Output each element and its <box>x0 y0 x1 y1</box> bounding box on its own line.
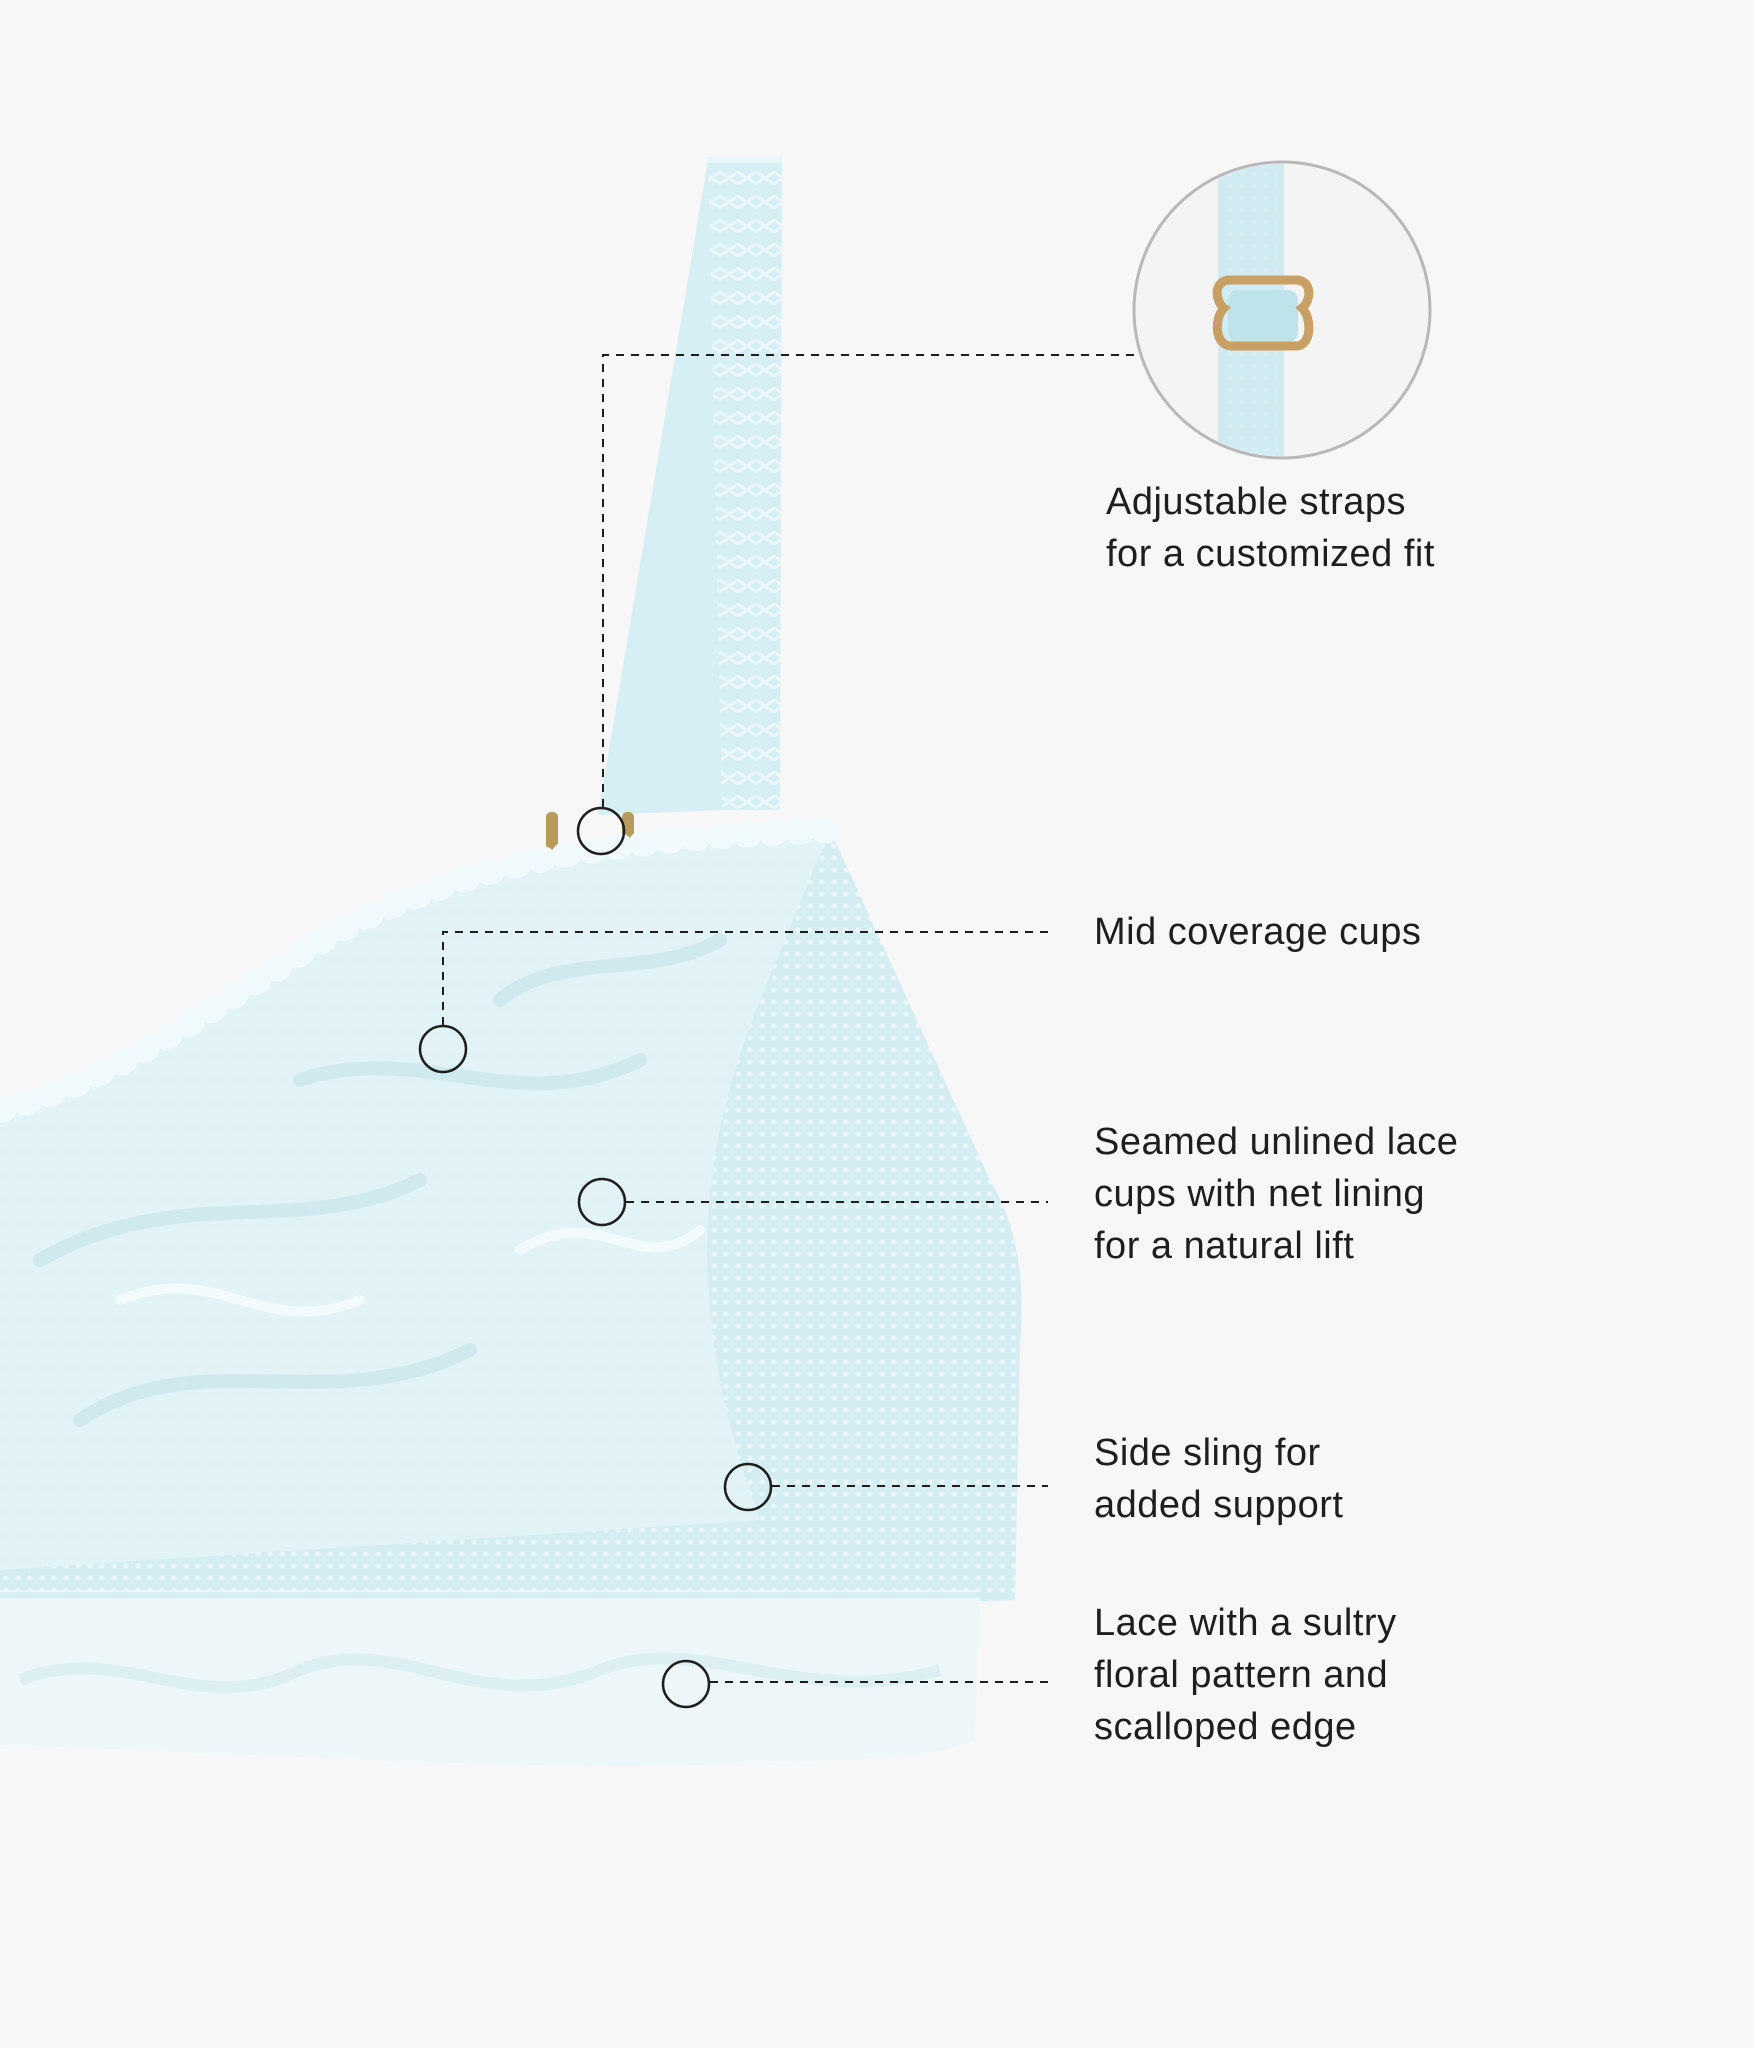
callout-line: added support <box>1094 1484 1344 1526</box>
callout-seamed: Seamed unlined lace cups with net lining… <box>1094 1116 1458 1272</box>
callout-line: Lace with a sultry <box>1094 1602 1397 1644</box>
callout-markers <box>418 806 773 1709</box>
callout-line: Side sling for <box>1094 1432 1321 1474</box>
leader-line-straps <box>602 354 1134 812</box>
callout-line: cups with net lining <box>1094 1173 1426 1215</box>
leader-lines <box>442 354 1134 1683</box>
callout-line: for a customized fit <box>1106 533 1435 575</box>
callout-line: Seamed unlined lace <box>1094 1121 1459 1163</box>
callout-line: floral pattern and <box>1094 1654 1389 1696</box>
marker-sling <box>723 1462 773 1512</box>
callout-line: Mid coverage cups <box>1094 911 1422 953</box>
marker-seamed <box>577 1177 627 1227</box>
leader-line-coverage <box>442 931 1048 1025</box>
callout-lace: Lace with a sultry floral pattern and sc… <box>1094 1597 1397 1753</box>
scalloped-top-edge <box>0 817 843 1123</box>
callout-straps: Adjustable straps for a customized fit <box>1106 476 1435 580</box>
marker-lace <box>661 1659 711 1709</box>
marker-coverage <box>418 1024 468 1074</box>
zoom-inset-strap <box>1212 164 1314 456</box>
strap-elastic-edge <box>708 160 782 810</box>
callout-coverage: Mid coverage cups <box>1094 906 1421 958</box>
callout-line: scalloped edge <box>1094 1706 1357 1748</box>
callout-line: for a natural lift <box>1094 1225 1355 1267</box>
callout-sling: Side sling for added support <box>1094 1427 1343 1531</box>
callout-line: Adjustable straps <box>1106 481 1406 523</box>
strap-ring <box>546 812 558 850</box>
marker-straps <box>576 806 626 856</box>
